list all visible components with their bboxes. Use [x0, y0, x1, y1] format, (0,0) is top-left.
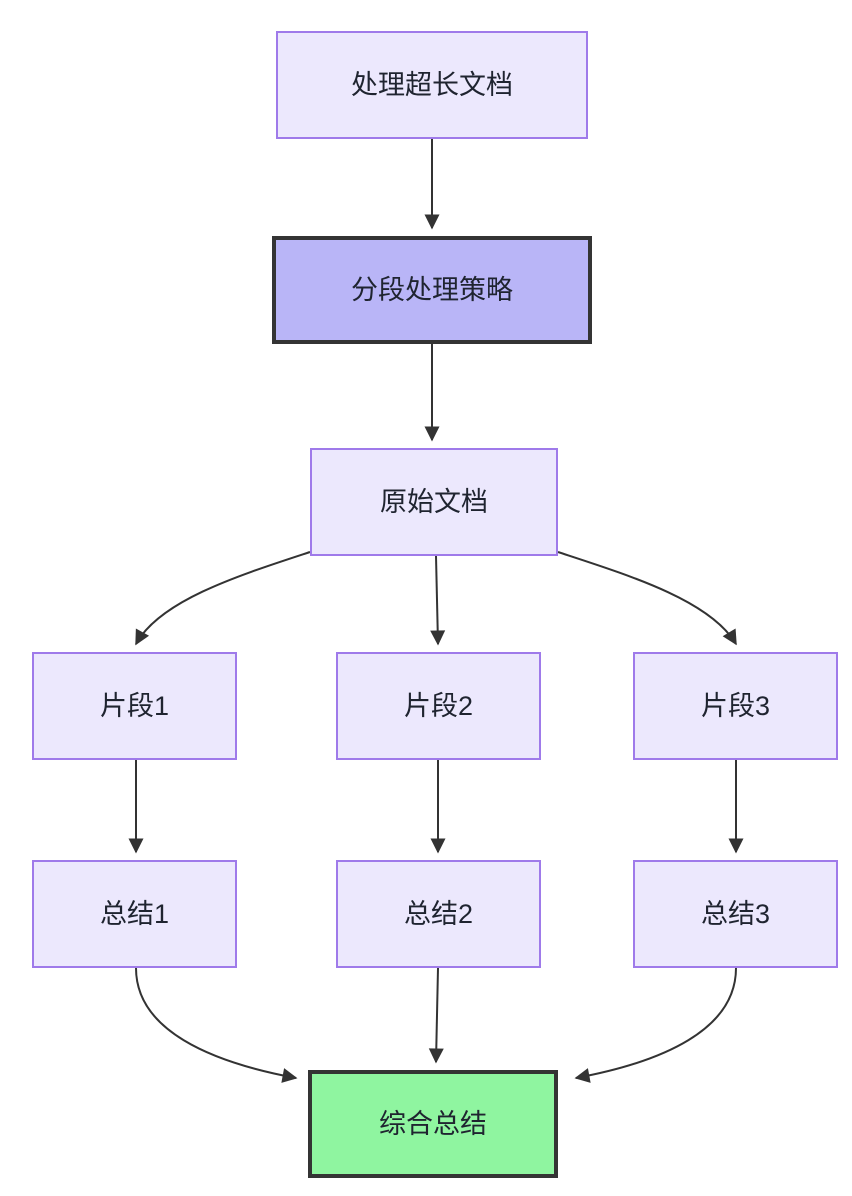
node-source-doc[interactable]: 原始文档: [310, 448, 558, 556]
node-label-summary-2: 总结2: [403, 898, 474, 929]
node-long-doc[interactable]: 处理超长文档: [276, 31, 588, 139]
edge-source-doc-to-fragment-2: [430, 555, 446, 646]
node-summary-1[interactable]: 总结1: [32, 860, 237, 968]
node-label-chunk-strategy: 分段处理策略: [351, 274, 513, 305]
node-fragment-2[interactable]: 片段2: [336, 652, 541, 760]
node-label-summary-1: 总结1: [99, 898, 170, 929]
node-label-fragment-3: 片段3: [700, 690, 771, 721]
edge-summary-2-to-final-summary: [428, 967, 444, 1064]
node-label-summary-3: 总结3: [700, 898, 771, 929]
node-chunk-strategy[interactable]: 分段处理策略: [272, 236, 592, 344]
node-summary-2[interactable]: 总结2: [336, 860, 541, 968]
node-label-final-summary: 综合总结: [379, 1108, 487, 1139]
edge-source-doc-to-fragment-1: [135, 551, 311, 646]
edge-summary-3-to-final-summary: [574, 967, 737, 1083]
node-fragment-1[interactable]: 片段1: [32, 652, 237, 760]
edge-summary-1-to-final-summary: [135, 967, 298, 1083]
node-label-long-doc: 处理超长文档: [351, 69, 513, 100]
node-label-source-doc: 原始文档: [380, 486, 488, 517]
node-fragment-3[interactable]: 片段3: [633, 652, 838, 760]
node-final-summary[interactable]: 综合总结: [308, 1070, 558, 1178]
node-label-fragment-2: 片段2: [403, 690, 474, 721]
node-summary-3[interactable]: 总结3: [633, 860, 838, 968]
node-label-fragment-1: 片段1: [99, 690, 170, 721]
edge-source-doc-to-fragment-3: [557, 551, 737, 646]
